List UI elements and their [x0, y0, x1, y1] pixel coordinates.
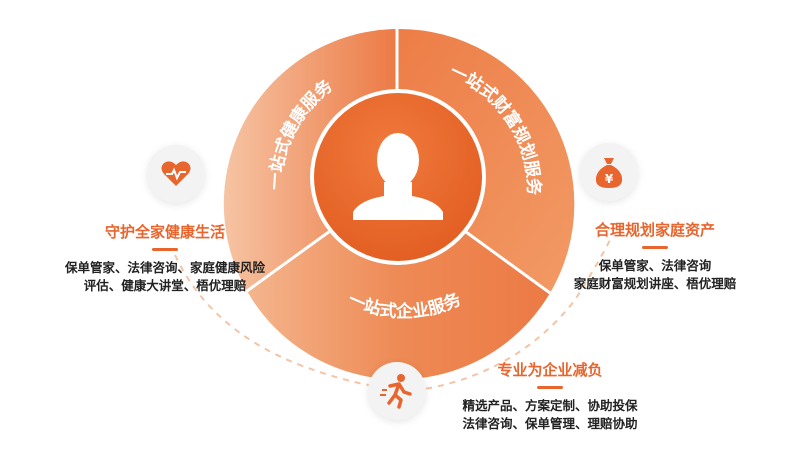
health-icon-badge	[147, 145, 205, 203]
ring-segment-health	[223, 29, 397, 291]
dashed-connector	[174, 239, 611, 391]
enterprise-feature: 专业为企业减负 精选产品、方案定制、协助投保 法律咨询、保单管理、理赔协助	[430, 360, 670, 433]
enterprise-title: 专业为企业减负	[497, 361, 603, 379]
health-title: 守护全家健康生活	[104, 223, 225, 241]
health-feature: 守护全家健康生活 保单管家、法律咨询、家庭健康风险 评估、健康大讲堂、梧优理赔	[40, 222, 290, 295]
enterprise-desc-line: 法律咨询、保单管理、理赔协助	[462, 416, 638, 431]
svg-text:¥: ¥	[605, 172, 614, 186]
money-bag-icon: ¥	[595, 158, 623, 188]
wealth-desc-line: 保单管家、法律咨询	[598, 258, 712, 273]
ring-divider	[246, 224, 338, 293]
health-desc-line: 评估、健康大讲堂、梧优理赔	[83, 278, 247, 293]
wealth-title: 合理规划家庭资产	[594, 221, 715, 239]
person-silhouette-icon	[353, 133, 443, 220]
health-desc-line: 保单管家、法律咨询、家庭健康风险	[64, 260, 265, 275]
ring-segment-enterprise	[247, 226, 550, 380]
health-title-underline	[152, 248, 178, 251]
wealth-icon-badge: ¥	[580, 143, 638, 201]
runner-icon	[380, 374, 412, 409]
enterprise-desc-line: 精选产品、方案定制、协助投保	[462, 398, 638, 413]
ring-divider	[465, 230, 551, 295]
enterprise-title-underline	[537, 386, 563, 389]
heart-pulse-icon	[161, 161, 191, 186]
wealth-desc-line: 家庭财富规划讲座、梧优理赔	[573, 276, 737, 291]
wealth-title-underline	[642, 246, 668, 249]
ring-segment-wealth	[397, 28, 575, 294]
wealth-feature: 合理规划家庭资产 保单管家、法律咨询 家庭财富规划讲座、梧优理赔	[535, 220, 775, 293]
enterprise-icon-badge	[368, 362, 426, 420]
